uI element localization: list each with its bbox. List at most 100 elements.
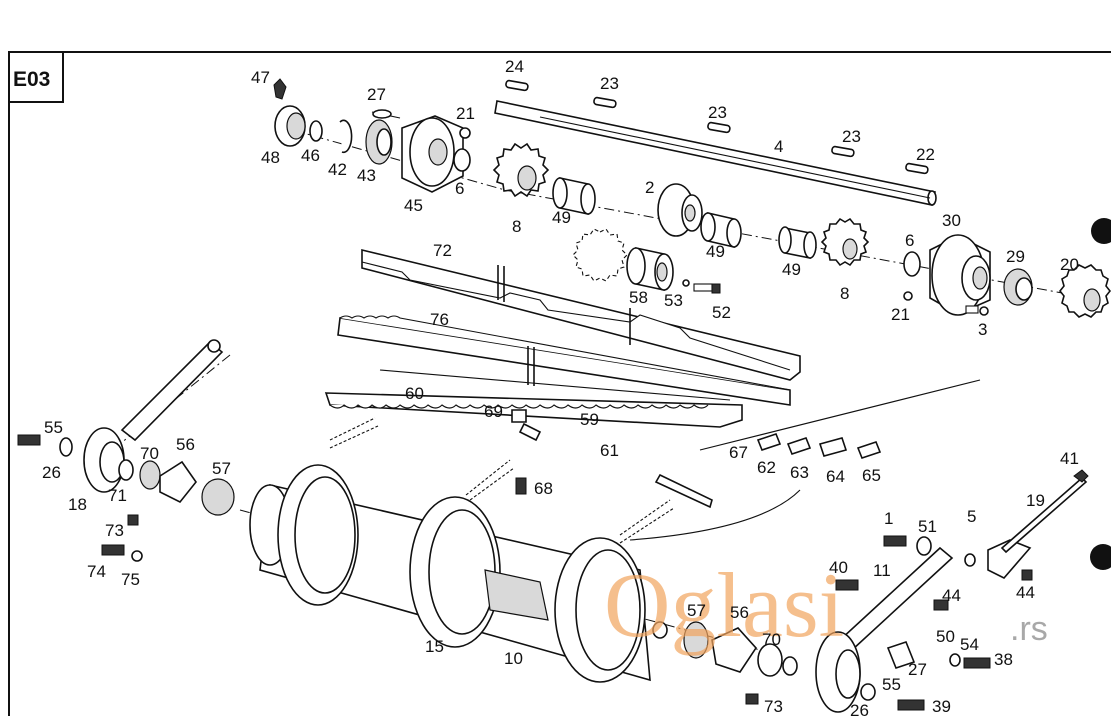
center-sprocket-assembly — [572, 228, 721, 294]
callout-5: 5 — [967, 507, 976, 526]
watermark: Oglasi .rs — [604, 554, 1048, 656]
callout-30: 30 — [942, 211, 961, 230]
callout-15: 15 — [425, 637, 444, 656]
callout-23-b: 23 — [708, 103, 727, 122]
callout-48: 48 — [261, 148, 280, 167]
watermark-brand: Oglasi — [604, 554, 844, 656]
callout-numbers: 47 48 46 27 42 43 45 21 6 24 23 23 4 23 … — [42, 57, 1079, 716]
callout-40: 40 — [829, 558, 848, 577]
callout-55-left: 55 — [44, 418, 63, 437]
callout-2: 2 — [645, 178, 654, 197]
shaft-part-4 — [494, 100, 937, 206]
callout-20: 20 — [1060, 255, 1079, 274]
callout-73-right: 73 — [764, 697, 783, 716]
callout-26-right: 26 — [850, 701, 869, 716]
drum-assembly — [239, 464, 798, 705]
callout-73-left: 73 — [105, 521, 124, 540]
callout-49-c: 49 — [782, 260, 801, 279]
callout-70-right: 70 — [762, 630, 781, 649]
callout-67: 67 — [729, 443, 748, 462]
callout-3: 3 — [978, 320, 987, 339]
callout-61: 61 — [600, 441, 619, 460]
watermark-tld: .rs — [1010, 610, 1048, 648]
binding-mark-top — [1091, 218, 1111, 244]
section-code: E03 — [13, 68, 50, 91]
callout-68: 68 — [534, 479, 553, 498]
callout-52: 52 — [712, 303, 731, 322]
callout-43: 43 — [357, 166, 376, 185]
shaft-keys — [505, 79, 929, 175]
callout-56-right: 56 — [730, 603, 749, 622]
binding-mark-bottom — [1090, 544, 1111, 570]
hub-part-2 — [657, 183, 703, 237]
callout-58: 58 — [629, 288, 648, 307]
callout-8-left: 8 — [512, 217, 521, 236]
callout-19: 19 — [1026, 491, 1045, 510]
callout-53: 53 — [664, 291, 683, 310]
chain-segments — [329, 409, 713, 544]
callout-21-right: 21 — [891, 305, 910, 324]
callout-29: 29 — [1006, 247, 1025, 266]
callout-54: 54 — [960, 635, 979, 654]
callout-24: 24 — [505, 57, 524, 76]
callout-38: 38 — [994, 650, 1013, 669]
chain-links — [756, 433, 882, 459]
callout-50: 50 — [936, 627, 955, 646]
callout-76: 76 — [430, 310, 449, 329]
callout-26-left: 26 — [42, 463, 61, 482]
callout-49-b: 49 — [706, 242, 725, 261]
page-frame: E03 — [8, 51, 1111, 716]
guide-rail-72 — [361, 248, 801, 381]
bushings — [552, 177, 817, 259]
callout-41: 41 — [1060, 449, 1079, 468]
left-tensioner — [17, 339, 235, 562]
callout-44-mid: 44 — [942, 586, 961, 605]
callout-45: 45 — [404, 196, 423, 215]
callout-21-top: 21 — [456, 104, 475, 123]
sprocket-right — [820, 217, 870, 267]
callout-27-right: 27 — [908, 660, 927, 679]
callout-10: 10 — [504, 649, 523, 668]
callout-23-a: 23 — [600, 74, 619, 93]
callout-27: 27 — [367, 85, 386, 104]
callout-6-right: 6 — [905, 231, 914, 250]
callout-59: 59 — [580, 410, 599, 429]
callout-8-right: 8 — [840, 284, 849, 303]
right-tensioner — [815, 469, 1089, 713]
callout-60: 60 — [405, 384, 424, 403]
callout-4: 4 — [774, 137, 783, 156]
sprocket-left — [492, 142, 550, 198]
callout-72: 72 — [433, 241, 452, 260]
callout-47: 47 — [251, 68, 270, 87]
callout-57-right: 57 — [687, 601, 706, 620]
callout-6-left: 6 — [455, 179, 464, 198]
callout-71: 71 — [108, 486, 127, 505]
guide-rail-76 — [337, 315, 791, 406]
callout-46: 46 — [301, 146, 320, 165]
right-bearing-stack — [903, 234, 1111, 318]
chain-guide-59 — [324, 369, 981, 541]
callout-57-left: 57 — [212, 459, 231, 478]
callout-44-right: 44 — [1016, 583, 1035, 602]
callout-39: 39 — [932, 697, 951, 716]
callout-1: 1 — [884, 509, 893, 528]
callout-65: 65 — [862, 466, 881, 485]
top-shaft-assembly — [273, 78, 1111, 318]
callout-18: 18 — [68, 495, 87, 514]
callout-62: 62 — [757, 458, 776, 477]
callout-70-left: 70 — [140, 444, 159, 463]
callout-75: 75 — [121, 570, 140, 589]
callout-63: 63 — [790, 463, 809, 482]
callout-64: 64 — [826, 467, 845, 486]
callout-42: 42 — [328, 160, 347, 179]
callout-55-right: 55 — [882, 675, 901, 694]
callout-23-c: 23 — [842, 127, 861, 146]
callout-56-left: 56 — [176, 435, 195, 454]
callout-69: 69 — [484, 402, 503, 421]
callout-11: 11 — [873, 561, 891, 580]
callout-74: 74 — [87, 562, 106, 581]
callout-22: 22 — [916, 145, 935, 164]
callout-51: 51 — [918, 517, 937, 536]
left-bearing-stack — [273, 78, 471, 193]
